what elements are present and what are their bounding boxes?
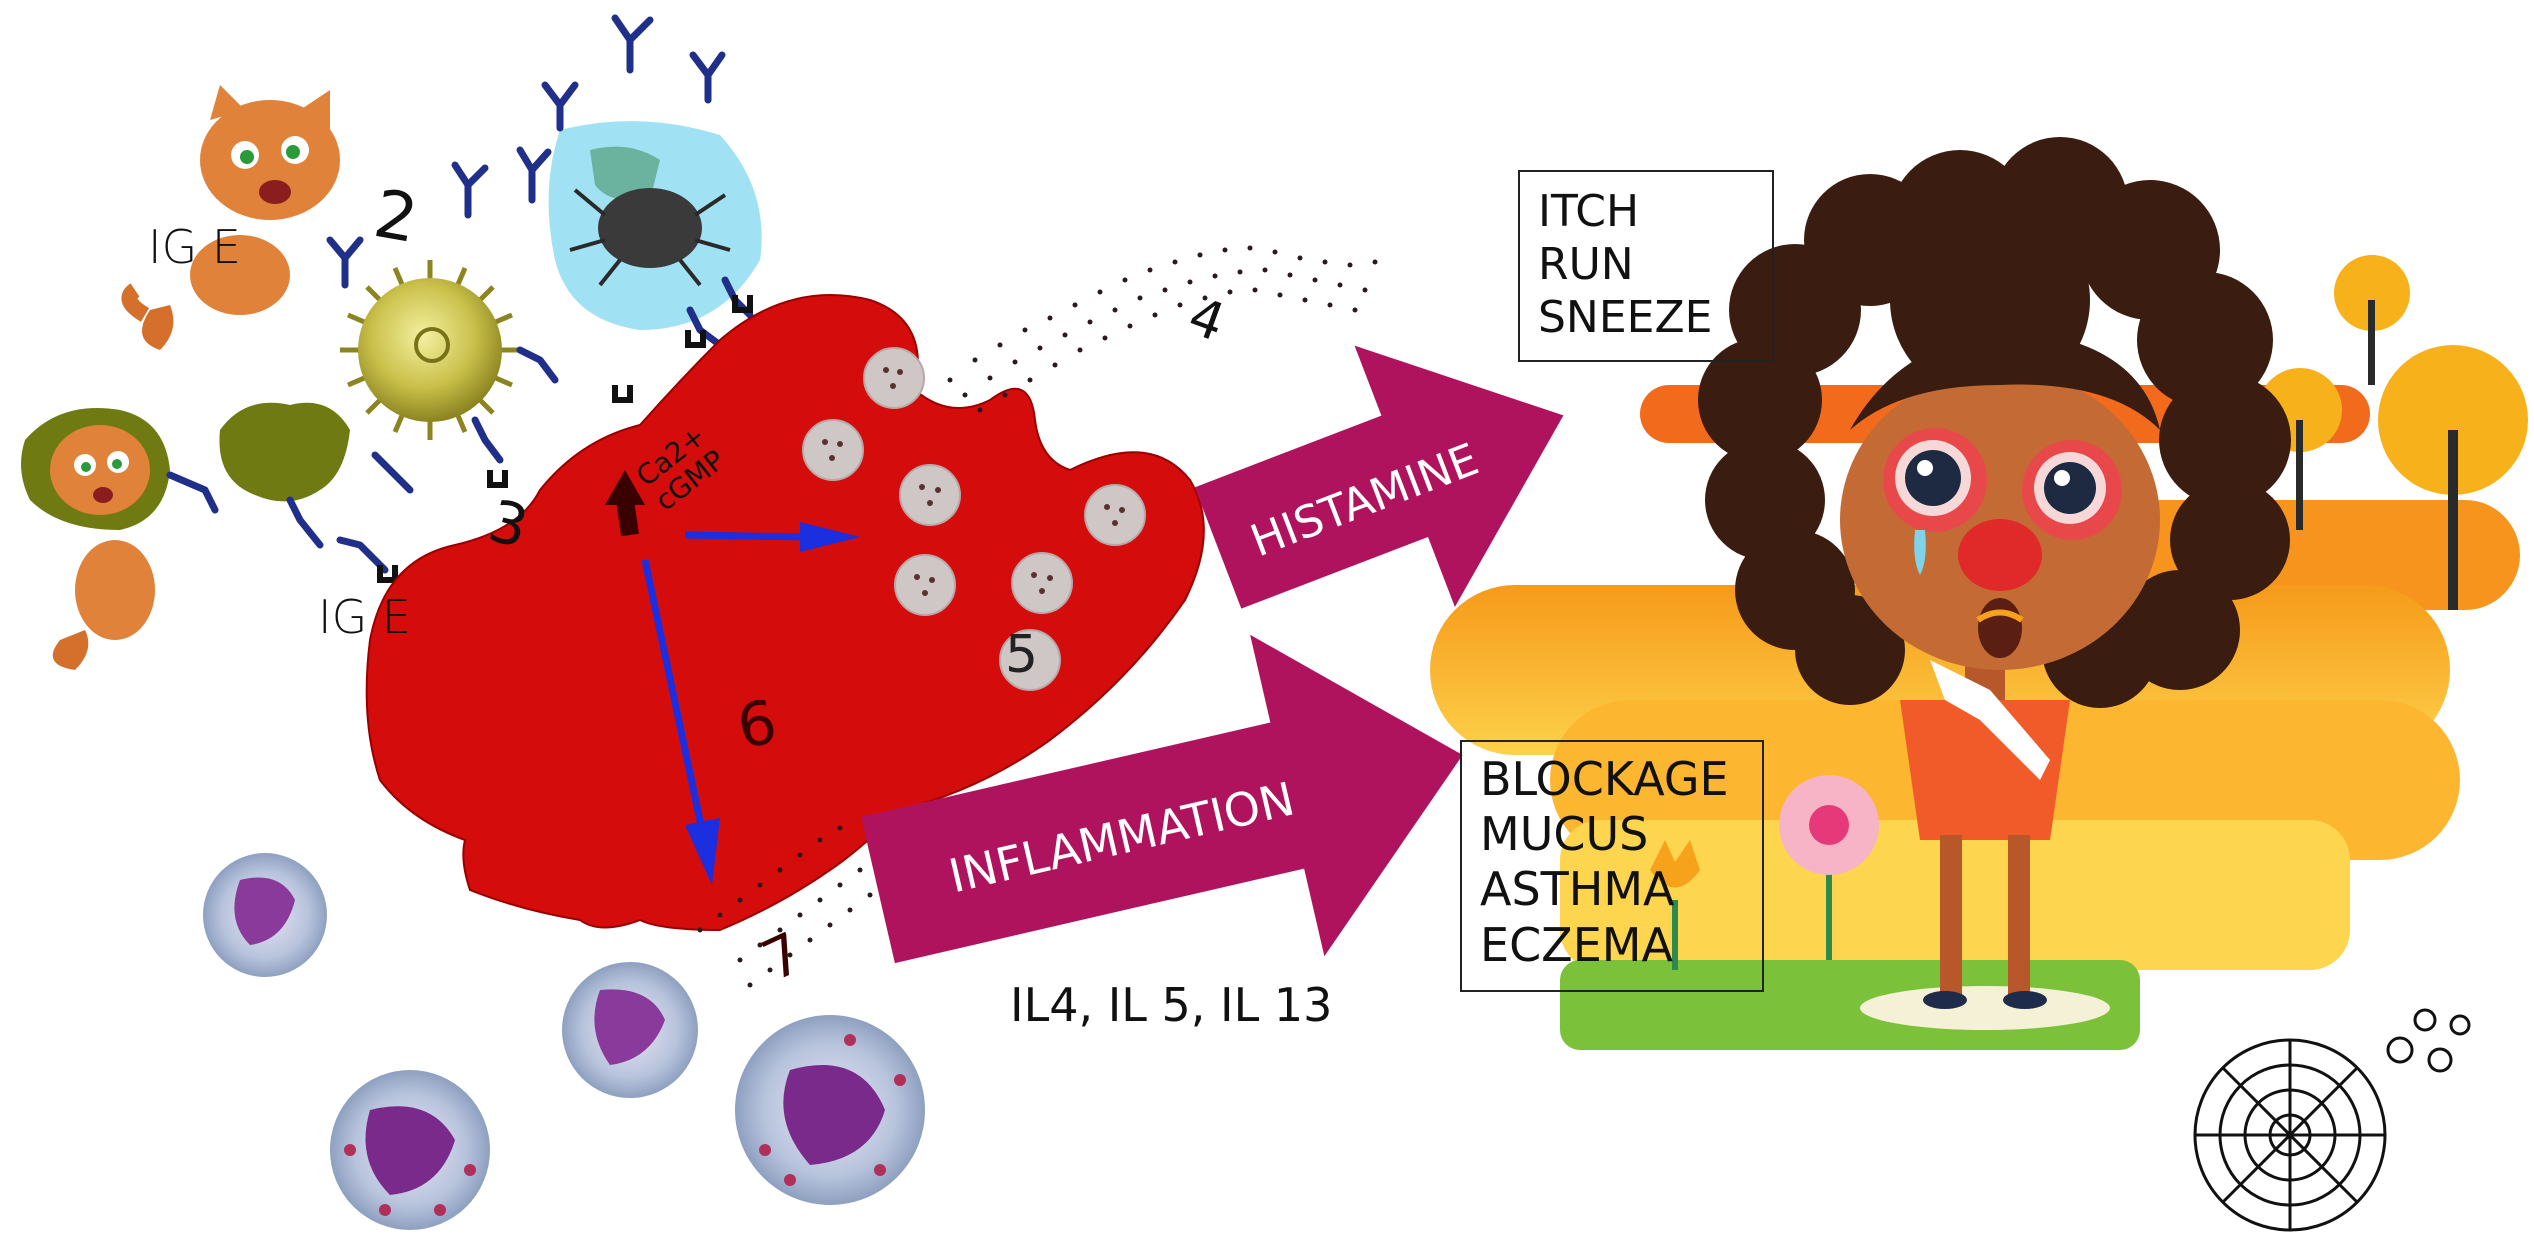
symptoms-box-upper: ITCH RUN SNEEZE bbox=[1518, 170, 1774, 362]
symptom-blockage: BLOCKAGE bbox=[1480, 752, 1762, 807]
symptom-run: RUN bbox=[1538, 239, 1772, 292]
ige-label-top: IG E bbox=[148, 220, 241, 274]
dander-allergen bbox=[219, 403, 350, 502]
symptom-mucus: MUCUS bbox=[1480, 807, 1762, 862]
symptom-eczema: ECZEMA bbox=[1480, 918, 1762, 973]
pollen-allergen bbox=[340, 260, 520, 440]
cat-allergen-top bbox=[129, 85, 340, 350]
dust-mite-allergen bbox=[549, 121, 762, 330]
ige-label-bottom: IG E bbox=[318, 590, 411, 644]
interleukins-label: IL4, IL 5, IL 13 bbox=[1010, 978, 1332, 1032]
decorative-mandala bbox=[2195, 1010, 2469, 1230]
cat-allergen-bottom bbox=[21, 408, 170, 670]
mediator-cloud-top bbox=[948, 246, 1378, 413]
symptom-asthma: ASTHMA bbox=[1480, 862, 1762, 917]
symptoms-box-lower: BLOCKAGE MUCUS ASTHMA ECZEMA bbox=[1460, 740, 1764, 992]
step-5-label: 5 bbox=[1005, 625, 1038, 685]
symptom-itch: ITCH bbox=[1538, 186, 1772, 239]
symptom-sneeze: SNEEZE bbox=[1538, 292, 1772, 345]
